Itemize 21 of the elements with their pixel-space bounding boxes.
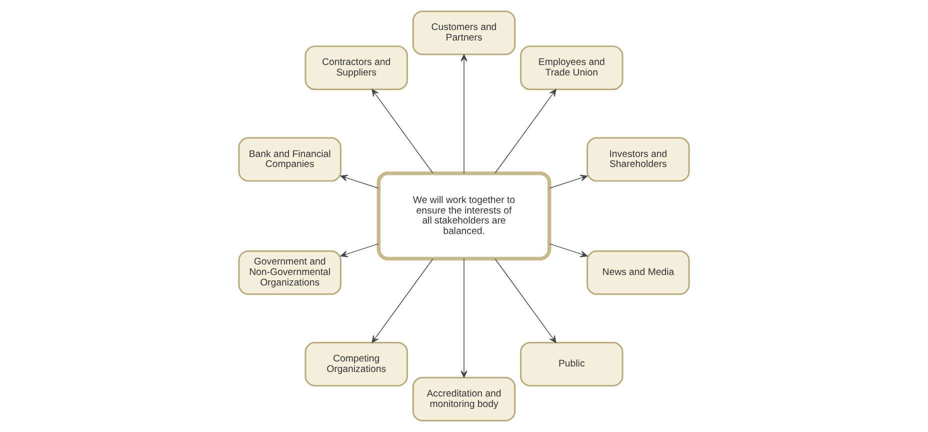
node-box: Bank and Financial Companies <box>238 137 342 182</box>
node-box: News and Media <box>586 250 690 295</box>
arrow <box>460 54 468 174</box>
node-box: Employees and Trade Union <box>520 46 624 90</box>
arrow <box>340 174 379 189</box>
arrow <box>372 258 434 343</box>
arrow <box>460 258 468 378</box>
node-box: Government and Non-Governmental Organizations <box>238 250 342 295</box>
node-box: Public <box>520 342 624 386</box>
node-box: Contractors and Suppliers <box>304 46 408 90</box>
arrow <box>494 89 556 174</box>
arrow <box>372 89 434 174</box>
arrow <box>340 243 379 258</box>
node-box: We will work together to ensure the interests of all stakeholders are balanced. <box>376 171 552 261</box>
node-box: Investors and Shareholders <box>586 137 690 182</box>
node-box: Competing Organizations <box>304 342 408 386</box>
node-box: Customers and Partners <box>412 10 516 56</box>
node-box: Accreditation and monitoring body <box>412 376 516 422</box>
arrow <box>549 174 588 189</box>
arrow <box>549 243 588 258</box>
arrow <box>494 258 556 343</box>
